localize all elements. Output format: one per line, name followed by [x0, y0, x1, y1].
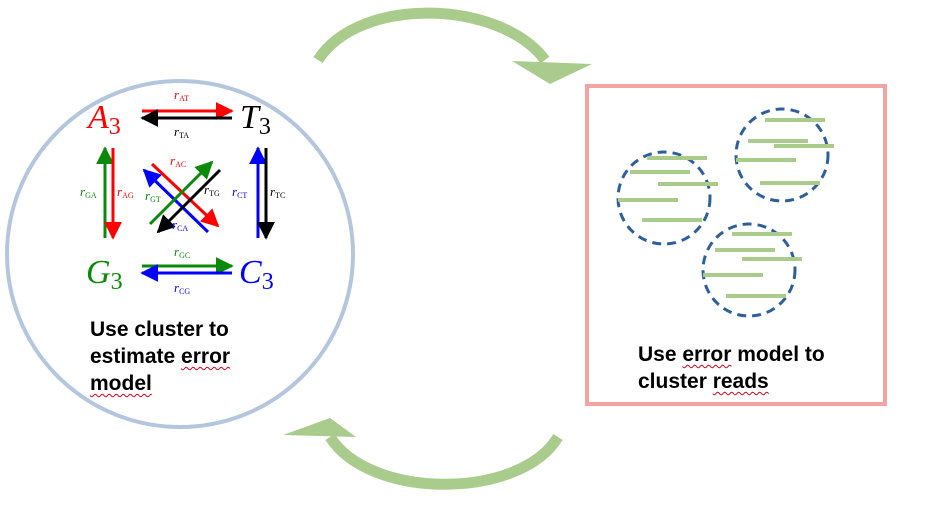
left-panel-circle: [5, 79, 355, 429]
right-caption-line2: cluster reads: [638, 370, 769, 393]
node-a-label: A3: [86, 99, 121, 140]
rate-ag-label: rAG: [117, 184, 134, 200]
arrow-c-to-a: [142, 168, 210, 234]
rate-ac-label: rAC: [170, 153, 186, 169]
rate-at-label: rAT: [174, 87, 189, 103]
rate-tg-label: rTG: [204, 182, 220, 198]
cluster-left: [616, 150, 718, 246]
rate-ct-label: rCT: [232, 184, 247, 200]
rate-ga-label: rGA: [80, 184, 97, 200]
right-caption: Use error model to cluster reads: [638, 341, 825, 395]
rate-gt-label: rGT: [145, 188, 161, 204]
right-caption-line1: Use error model to: [638, 343, 825, 366]
rate-gc-label: rGC: [174, 244, 190, 260]
bottom-cycle-arrow: [283, 418, 563, 490]
rate-ta-label: rTA: [174, 124, 189, 140]
rate-tc-label: rTC: [270, 184, 285, 200]
left-caption: Use cluster to estimate error model: [90, 316, 230, 397]
top-cycle-arrow: [313, 7, 592, 84]
left-caption-line3: model: [90, 372, 152, 395]
rate-ca-label: rCA: [172, 217, 188, 233]
cluster-top-right: [734, 107, 834, 203]
right-panel-box: [585, 84, 887, 406]
cluster-bottom: [701, 222, 802, 318]
arrow-t-to-g: [156, 168, 222, 234]
node-c-label: C3: [239, 254, 274, 295]
rate-cg-label: rCG: [174, 280, 190, 296]
left-caption-line2: estimate error: [90, 345, 231, 368]
arrow-g-to-t: [148, 160, 214, 226]
left-caption-line1: Use cluster to: [90, 318, 229, 341]
node-g-label: G3: [86, 254, 123, 295]
arrow-a-to-c: [150, 162, 220, 228]
node-t-label: T3: [240, 99, 271, 140]
